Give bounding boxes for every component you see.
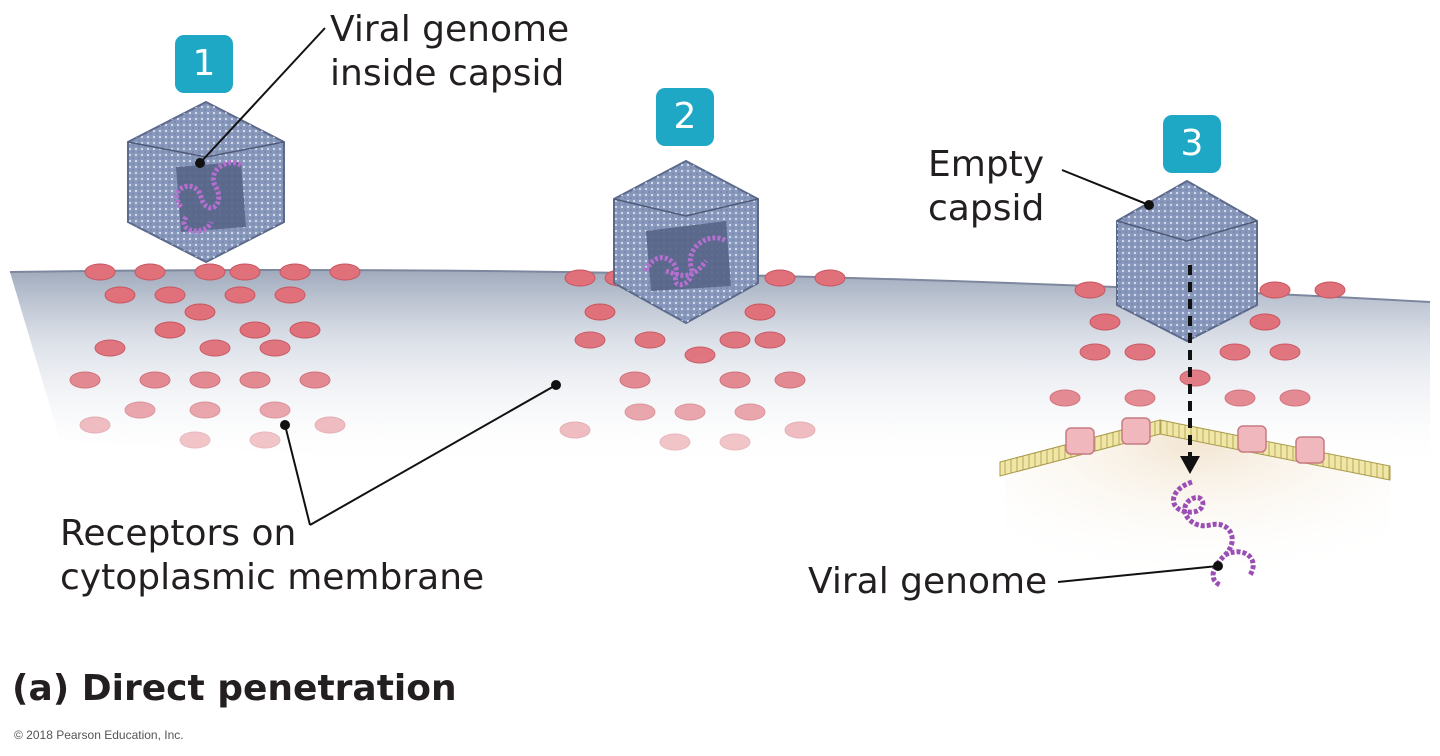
receptor [239, 321, 271, 339]
label-line: capsid [928, 188, 1045, 229]
receptor [719, 371, 751, 389]
receptor [259, 401, 291, 419]
receptor [329, 263, 361, 281]
receptor [1179, 369, 1211, 387]
capsid-2 [613, 159, 759, 325]
receptor [289, 321, 321, 339]
receptor [124, 401, 156, 419]
receptor [1124, 389, 1156, 407]
receptor [79, 416, 111, 434]
receptor [84, 263, 116, 281]
label-line: Receptors on [60, 513, 297, 554]
receptor [659, 433, 691, 451]
receptor [314, 416, 346, 434]
receptor [574, 331, 606, 349]
receptor [189, 401, 221, 419]
label-line: cytoplasmic membrane [60, 557, 485, 598]
receptor [104, 286, 136, 304]
receptor [1079, 343, 1111, 361]
receptor [199, 339, 231, 357]
receptor [754, 331, 786, 349]
figure-caption: (a) Direct penetration [12, 668, 457, 709]
receptor [674, 403, 706, 421]
capsid-1 [127, 100, 285, 264]
receptor [1219, 343, 1251, 361]
receptor [189, 371, 221, 389]
receptor [1279, 389, 1311, 407]
label-receptors: Receptors on cytoplasmic membrane [60, 512, 484, 600]
receptor [154, 321, 186, 339]
receptor [1049, 389, 1081, 407]
receptor [139, 371, 171, 389]
receptor [69, 371, 101, 389]
receptor [719, 433, 751, 451]
receptors [69, 263, 1346, 451]
receptor [184, 303, 216, 321]
membrane-proteins [1065, 417, 1325, 464]
receptor [154, 286, 186, 304]
receptor [734, 403, 766, 421]
receptor [564, 269, 596, 287]
receptor [684, 346, 716, 364]
receptor [239, 371, 271, 389]
receptor [1314, 281, 1346, 299]
entry-arrow [1180, 265, 1200, 474]
receptor [784, 421, 816, 439]
label-line: inside capsid [330, 53, 565, 94]
receptor [619, 371, 651, 389]
receptor [584, 303, 616, 321]
receptor [299, 371, 331, 389]
receptor [179, 431, 211, 449]
receptor [94, 339, 126, 357]
receptor [814, 269, 846, 287]
released-genome [1171, 479, 1256, 588]
step-badge-2: 2 [656, 88, 714, 146]
label-line: Empty [928, 144, 1045, 185]
receptor [279, 263, 311, 281]
receptor [229, 263, 261, 281]
receptor [1224, 389, 1256, 407]
receptor [774, 371, 806, 389]
copyright-notice: © 2018 Pearson Education, Inc. [14, 728, 184, 742]
receptor [274, 286, 306, 304]
receptor [1269, 343, 1301, 361]
leader-lines [195, 27, 1223, 583]
receptor [194, 263, 226, 281]
receptor [249, 431, 281, 449]
receptor [744, 303, 776, 321]
receptor [1074, 281, 1106, 299]
receptor [259, 339, 291, 357]
membrane-surface [10, 270, 1430, 470]
receptor [624, 403, 656, 421]
capsid-3 [1116, 179, 1258, 343]
receptor [1089, 313, 1121, 331]
label-empty-capsid: Empty capsid [928, 143, 1044, 231]
receptor [559, 421, 591, 439]
receptor [1124, 343, 1156, 361]
label-line: Viral genome [330, 9, 570, 50]
step-badge-3: 3 [1163, 115, 1221, 173]
label-viral-genome: Viral genome [808, 561, 1048, 602]
receptor [719, 331, 751, 349]
receptor [634, 331, 666, 349]
receptor [224, 286, 256, 304]
receptor [1259, 281, 1291, 299]
label-viral-genome-inside-capsid: Viral genome inside capsid [330, 8, 569, 96]
receptor [764, 269, 796, 287]
step-badge-1: 1 [175, 35, 233, 93]
receptor [1249, 313, 1281, 331]
receptor [134, 263, 166, 281]
